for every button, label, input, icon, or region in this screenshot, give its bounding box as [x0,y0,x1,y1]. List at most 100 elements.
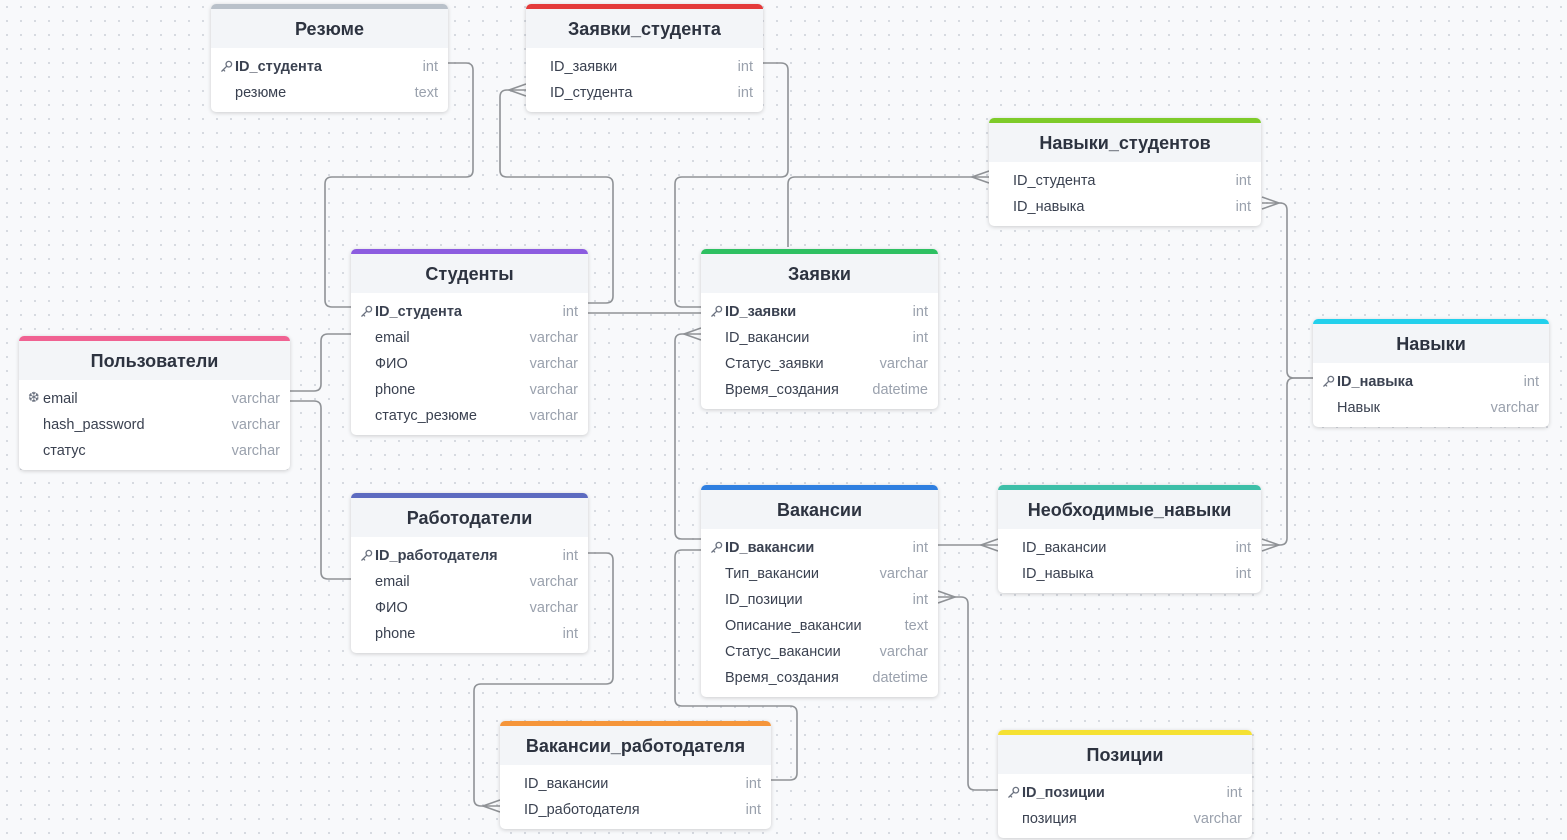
field-name: ID_вакансии [1022,540,1107,556]
table-title[interactable]: Навыки_студентов [989,123,1261,162]
field-type: varchar [231,417,280,433]
field-name: ID_навыка [1013,199,1085,215]
table-title[interactable]: Позиции [998,735,1252,774]
field-type: varchar [1490,400,1539,416]
primary-key-icon [710,541,723,554]
field-name: ID_заявки [725,304,797,320]
crowfoot-applications-vacancy [681,327,702,341]
relation-users-students [290,333,351,392]
table-title[interactable]: Вакансии_работодателя [500,726,771,765]
table-title[interactable]: Необходимые_навыки [998,490,1261,529]
table-color-bar [526,4,763,9]
field-name: Навык [1337,400,1381,416]
relation-applications-studentskills [787,176,989,247]
relation-users-employers [290,400,351,580]
field-type: int [745,776,761,792]
field-type: int [1226,785,1242,801]
field-name: ID_позиции [1022,785,1105,801]
field-row[interactable]: ID_вакансии int [701,534,938,560]
primary-key-icon [1322,375,1335,388]
field-type: varchar [879,356,928,372]
field-name: ID_студента [1013,173,1096,189]
field-name: ФИО [375,600,408,616]
field-name: статус_резюме [375,408,477,424]
table-title[interactable]: Пользователи [19,341,290,380]
table-title[interactable]: Резюме [211,9,448,48]
primary-key-icon [360,305,373,318]
field-name: позиция [1022,811,1077,827]
table-title[interactable]: Работодатели [351,498,588,537]
table-title[interactable]: Заявки_студента [526,9,763,48]
field-row[interactable]: ID_вакансии int [500,770,771,796]
field-type: int [745,802,761,818]
field-type: int [912,540,928,556]
field-row[interactable]: Навык varchar [1313,394,1549,420]
crowfoot-requiredskills-vacancy [978,538,999,552]
table-color-bar [351,249,588,254]
field-row[interactable]: ФИО varchar [351,350,588,376]
field-name: ID_вакансии [725,540,815,556]
field-name: email [43,391,78,407]
field-name: ФИО [375,356,408,372]
relation-vacancies-employervacancies [674,549,798,781]
field-name: Статус_вакансии [725,644,841,660]
field-type: int [737,59,753,75]
table-title[interactable]: Вакансии [701,490,938,529]
relation-skills-requiredskills [1262,377,1313,546]
field-type: varchar [879,566,928,582]
field-row[interactable]: ID_позиции int [998,779,1252,805]
unique-key-icon: ❆ [28,389,40,405]
table-title[interactable]: Навыки [1313,324,1549,363]
field-name: ID_вакансии [524,776,609,792]
table-title[interactable]: Студенты [351,254,588,293]
field-type: varchar [529,356,578,372]
crowfoot-employervacancies-employer [480,799,501,813]
table-title[interactable]: Заявки [701,254,938,293]
field-type: int [912,592,928,608]
table-color-bar [351,493,588,498]
